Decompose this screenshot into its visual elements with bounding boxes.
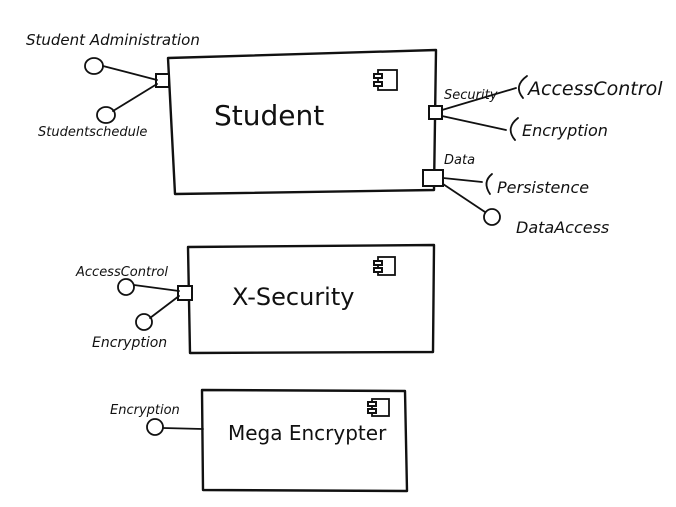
security-port (428, 105, 443, 120)
access-control-connector (441, 87, 517, 111)
xsecurity-box (186, 243, 436, 355)
xsec-encryption-lollipop (135, 313, 153, 331)
student-title: Student (214, 99, 324, 132)
student-component: Student Student Administration Studentsc… (26, 31, 663, 237)
student-admin-label: Student Administration (26, 31, 200, 49)
xsecurity-port (177, 285, 193, 301)
component-icon (373, 256, 396, 276)
mega-encryption-lollipop (146, 418, 164, 436)
security-port-label: Security (444, 88, 498, 103)
component-icon (373, 69, 398, 91)
persistence-socket (485, 173, 493, 195)
student-schedule-connector (112, 83, 158, 112)
mega-encrypter-component: Mega Encrypter Encryption (110, 388, 409, 493)
component-icon (367, 398, 390, 417)
mega-encrypter-title: Mega Encrypter (228, 421, 387, 445)
xsec-encryption-connector (149, 295, 180, 319)
data-access-label: DataAccess (516, 218, 609, 237)
student-left-port (155, 73, 170, 88)
data-access-lollipop (483, 208, 501, 226)
xsec-access-control-connector (133, 284, 180, 292)
xsec-encryption-label: Encryption (92, 335, 167, 351)
xsecurity-title: X-Security (232, 283, 354, 311)
student-box (166, 48, 438, 196)
mega-encryption-label: Encryption (110, 403, 180, 418)
data-port (422, 169, 444, 187)
student-admin-lollipop (84, 57, 104, 75)
persistence-label: Persistence (497, 178, 589, 197)
access-control-socket (517, 75, 528, 99)
xsec-access-control-label: AccessControl (75, 265, 168, 280)
mega-encryption-connector (162, 427, 204, 430)
encryption-label: Encryption (522, 121, 608, 140)
mega-encrypter-box (200, 388, 409, 493)
xsec-access-control-lollipop (117, 278, 135, 296)
student-schedule-lollipop (96, 106, 116, 124)
data-access-connector (442, 183, 486, 213)
encryption-socket (509, 117, 519, 141)
student-admin-connector (102, 65, 158, 81)
persistence-connector (442, 177, 483, 183)
data-port-label: Data (444, 153, 475, 168)
xsecurity-component: X-Security AccessControl Encryption (75, 243, 436, 355)
encryption-connector (441, 115, 507, 131)
student-schedule-label: Studentschedule (38, 125, 147, 140)
access-control-label: AccessControl (526, 78, 663, 100)
